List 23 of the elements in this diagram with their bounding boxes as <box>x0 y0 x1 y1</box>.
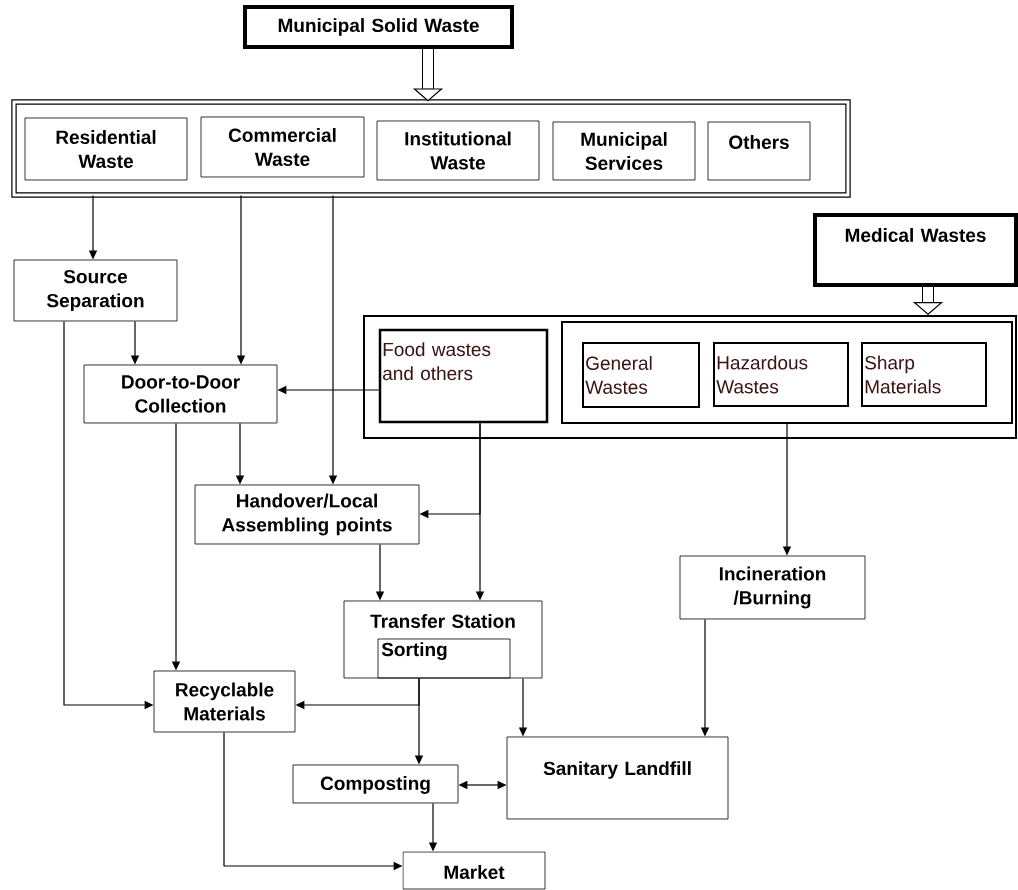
category-box: General Wastes <box>582 342 700 408</box>
category-box: Municipal Services <box>552 121 696 181</box>
source-box: Municipal Solid Waste <box>243 5 514 49</box>
category-box: Others <box>707 121 811 181</box>
process-box: Source Separation <box>13 259 178 322</box>
process-box: Recyclable Materials <box>153 670 296 733</box>
category-box: Hazardous Wastes <box>713 342 849 407</box>
source-box: Medical Wastes <box>813 213 1018 287</box>
process-box: Composting <box>292 764 459 804</box>
group-box <box>11 99 851 198</box>
process-box: Sanitary Landfill <box>506 736 729 820</box>
process-box: Market <box>402 851 546 890</box>
category-box: Food wastes and others <box>378 328 549 424</box>
group-box <box>363 315 1017 439</box>
category-box: Sharp Materials <box>861 342 987 407</box>
process-box: Sorting <box>377 638 511 679</box>
process-box: Door-to-Door Collection <box>83 364 278 424</box>
category-box: Institutional Waste <box>376 120 540 181</box>
group-box <box>561 321 1013 424</box>
process-box: Incineration /Burning <box>679 555 866 620</box>
category-box: Residential Waste <box>24 117 188 181</box>
category-box: Commercial Waste <box>200 116 365 178</box>
process-box: Handover/Local Assembling points <box>194 484 420 545</box>
